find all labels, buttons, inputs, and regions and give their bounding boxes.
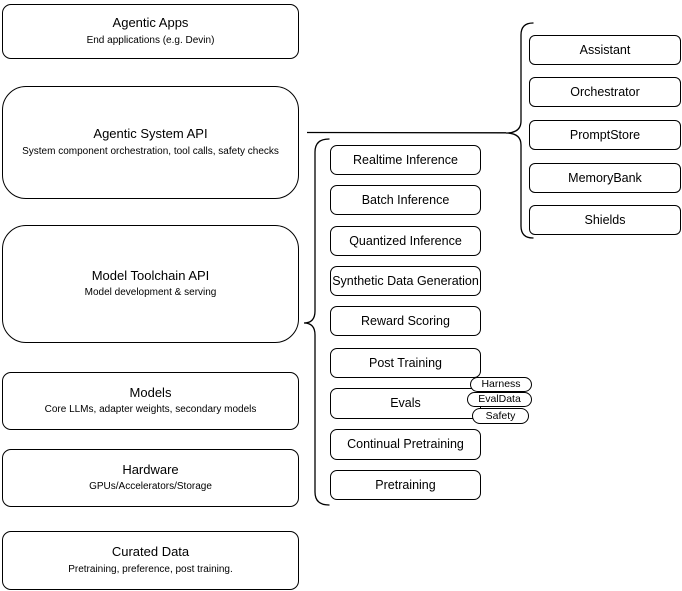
component-orchestrator: Orchestrator xyxy=(529,77,681,107)
node-batch-inference: Batch Inference xyxy=(330,185,481,215)
layer-agentic-system-api: Agentic System API System component orch… xyxy=(2,86,299,199)
layer-agentic-apps: Agentic Apps End applications (e.g. Devi… xyxy=(2,4,299,59)
node-synthetic-data-generation: Synthetic Data Generation xyxy=(330,266,481,296)
layer-subtitle: System component orchestration, tool cal… xyxy=(22,145,279,157)
layer-subtitle: End applications (e.g. Devin) xyxy=(86,34,215,46)
layer-subtitle: GPUs/Accelerators/Storage xyxy=(89,481,212,493)
layer-title: Agentic System API xyxy=(93,126,208,142)
tag-harness: Harness xyxy=(470,377,532,392)
layer-hardware: Hardware GPUs/Accelerators/Storage xyxy=(2,449,299,507)
component-promptstore: PromptStore xyxy=(529,120,681,150)
component-shields: Shields xyxy=(529,205,681,235)
node-realtime-inference: Realtime Inference xyxy=(330,145,481,175)
tag-evaldata: EvalData xyxy=(467,392,532,407)
layer-models: Models Core LLMs, adapter weights, secon… xyxy=(2,372,299,430)
layer-model-toolchain-api: Model Toolchain API Model development & … xyxy=(2,225,299,343)
layer-title: Agentic Apps xyxy=(112,15,189,31)
layer-subtitle: Model development & serving xyxy=(84,287,217,299)
layer-title: Hardware xyxy=(122,461,179,477)
layer-subtitle: Core LLMs, adapter weights, secondary mo… xyxy=(44,404,257,416)
node-reward-scoring: Reward Scoring xyxy=(330,306,481,336)
layer-title: Models xyxy=(129,384,172,400)
component-memorybank: MemoryBank xyxy=(529,163,681,193)
node-quantized-inference: Quantized Inference xyxy=(330,226,481,256)
layer-curated-data: Curated Data Pretraining, preference, po… xyxy=(2,531,299,590)
layer-subtitle: Pretraining, preference, post training. xyxy=(68,563,233,575)
node-evals: Evals xyxy=(330,388,481,419)
layer-title: Curated Data xyxy=(111,544,190,560)
node-post-training: Post Training xyxy=(330,348,481,378)
tag-safety: Safety xyxy=(472,408,529,424)
middle-column-brace xyxy=(303,138,330,506)
component-assistant: Assistant xyxy=(529,35,681,65)
node-pretraining: Pretraining xyxy=(330,470,481,500)
layer-title: Model Toolchain API xyxy=(91,267,210,283)
node-continual-pretraining: Continual Pretraining xyxy=(330,429,481,460)
